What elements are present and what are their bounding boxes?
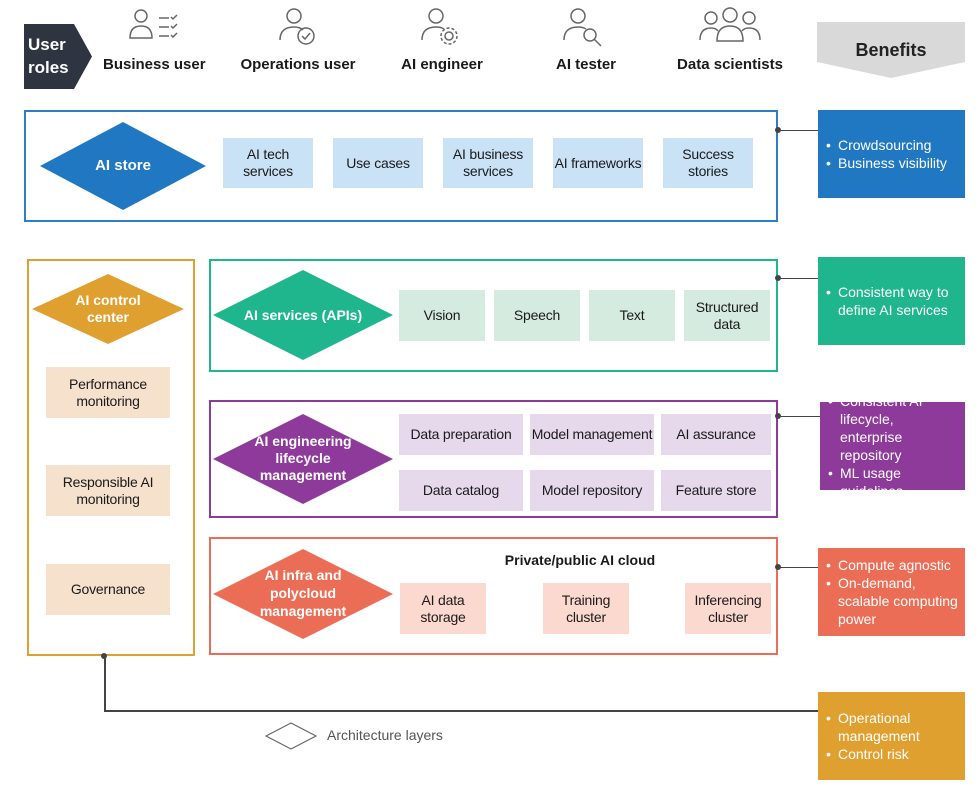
ai-services-item: Text xyxy=(589,290,675,341)
control-center-item: Governance xyxy=(46,564,170,615)
ai-infra-diamond xyxy=(213,549,393,639)
ai-engineering-item: AI assurance xyxy=(661,414,771,455)
ai-engineering-item: Model repository xyxy=(530,470,654,511)
ai-store-title: AI store xyxy=(95,157,151,174)
ai-infra-cloud-label: Private/public AI cloud xyxy=(504,552,656,568)
control-center-item: Performance monitoring xyxy=(46,367,170,418)
connector-dot xyxy=(775,564,781,570)
benefit-item: ML usage guidelines xyxy=(828,464,959,500)
ai-control-center-diamond xyxy=(32,274,184,344)
benefits-header: Benefits xyxy=(855,40,927,60)
ai-infra-item: Training cluster xyxy=(543,583,629,634)
ai-store-item: AI business services xyxy=(443,138,533,188)
ai-infra-layer xyxy=(209,537,778,655)
ai-control-center-title: AI control center xyxy=(75,292,141,325)
benefit-item: Consistent AI lifecycle, enterprise repo… xyxy=(828,392,959,464)
ai-store-item: Use cases xyxy=(333,138,423,188)
ai-engineering-item: Feature store xyxy=(661,470,771,511)
benefit-item: Consistent way to define AI services xyxy=(826,283,959,319)
ai-engineering-title: AI engineering lifecycle management xyxy=(254,432,352,483)
ai-engineering-benefits: Consistent AI lifecycle, enterprise repo… xyxy=(820,392,965,499)
ai-store-benefits: Crowdsourcing Business visibility xyxy=(818,110,965,198)
ai-engineer-icon xyxy=(418,6,462,55)
user-roles-arrow xyxy=(74,24,92,89)
ai-engineering-layer xyxy=(209,400,778,518)
connector-dot xyxy=(101,653,107,659)
ai-engineering-item: Data catalog xyxy=(399,470,523,511)
user-roles-label: User roles xyxy=(28,35,69,77)
connector-line xyxy=(780,566,818,568)
operations-user-icon xyxy=(276,6,320,55)
benefit-item: Operational management xyxy=(826,709,959,745)
ai-infra-benefits: Compute agnostic On-demand, scalable com… xyxy=(818,548,965,636)
business-user-icon xyxy=(127,6,179,53)
ai-infra-item: Inferencing cluster xyxy=(685,583,771,634)
ai-store-item: Success stories xyxy=(663,138,753,188)
role-business-user: Business user xyxy=(103,56,206,73)
legend-label: Architecture layers xyxy=(327,727,443,743)
ai-services-layer xyxy=(209,259,778,372)
connector-line xyxy=(780,415,820,417)
user-roles-tag xyxy=(24,24,74,89)
ai-store-diamond xyxy=(40,122,206,210)
connector-line xyxy=(104,656,106,711)
ai-engineering-item: Model management xyxy=(530,414,654,455)
benefits-header-shape xyxy=(817,22,965,78)
ai-engineering-diamond xyxy=(213,414,393,504)
connector-line xyxy=(780,277,818,279)
role-ai-tester: AI tester xyxy=(555,56,617,73)
benefit-item: On-demand, scalable computing power xyxy=(826,574,959,628)
ai-services-item: Speech xyxy=(494,290,580,341)
connector-dot xyxy=(775,275,781,281)
ai-control-center-layer xyxy=(27,259,195,656)
connector-dot xyxy=(775,413,781,419)
connector-line xyxy=(104,710,818,712)
benefit-item: Business visibility xyxy=(826,154,947,172)
role-operations-user: Operations user xyxy=(240,56,356,73)
ai-services-title: AI services (APIs) xyxy=(243,307,363,323)
benefit-item: Control risk xyxy=(826,745,959,763)
ai-store-item: AI frameworks xyxy=(553,138,643,188)
ai-engineering-item: Data preparation xyxy=(399,414,523,455)
ai-services-benefits: Consistent way to define AI services xyxy=(818,257,965,345)
connector-line xyxy=(780,129,818,131)
legend-diamond-icon xyxy=(265,722,317,750)
ai-store-item: AI tech services xyxy=(223,138,313,188)
control-center-benefits: Operational management Control risk xyxy=(818,692,965,780)
ai-infra-title: AI infra and polycloud management xyxy=(259,567,347,619)
ai-infra-item: AI data storage xyxy=(400,583,486,634)
ai-tester-icon xyxy=(560,6,608,55)
benefit-item: Crowdsourcing xyxy=(826,136,947,154)
ai-store-layer xyxy=(24,110,778,222)
benefit-item: Compute agnostic xyxy=(826,556,959,574)
role-ai-engineer: AI engineer xyxy=(401,56,483,73)
connector-dot xyxy=(775,127,781,133)
ai-services-item: Vision xyxy=(399,290,485,341)
data-scientists-icon xyxy=(698,6,762,55)
ai-services-diamond xyxy=(213,270,393,360)
control-center-item: Responsible AI monitoring xyxy=(46,465,170,516)
role-data-scientists: Data scientists xyxy=(677,56,783,73)
ai-services-item: Structured data xyxy=(684,290,770,341)
